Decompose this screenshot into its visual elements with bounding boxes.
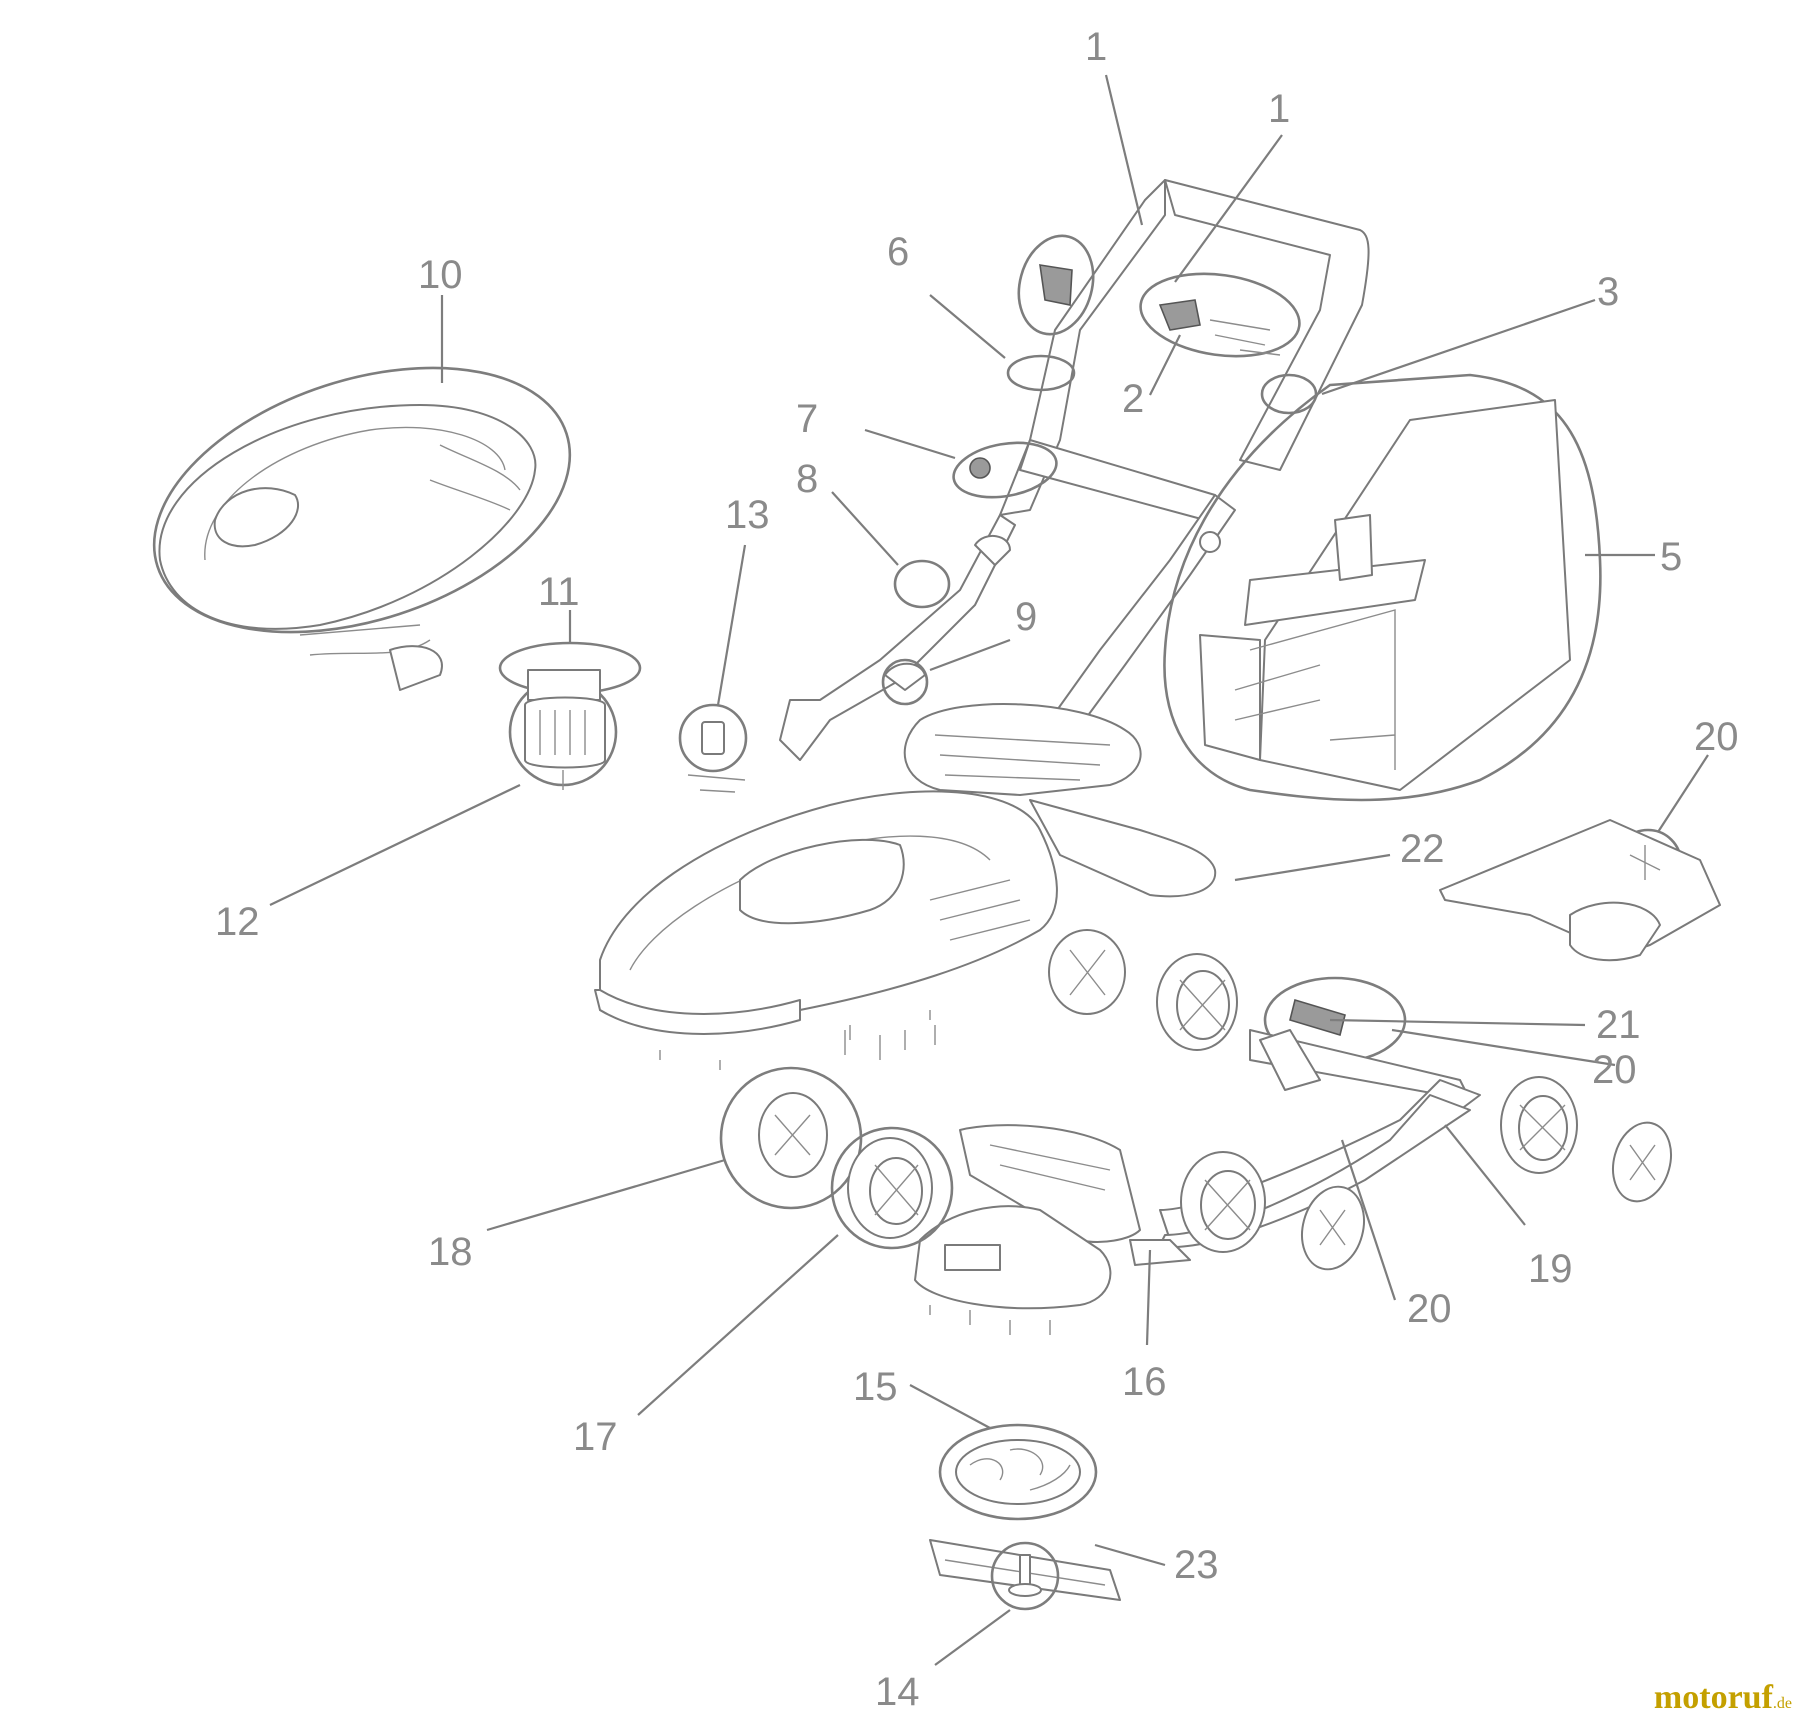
- callout-20a: 20: [1694, 715, 1739, 759]
- callout-17: 17: [573, 1415, 618, 1459]
- callout-12: 12: [215, 900, 260, 944]
- callout-14: 14: [875, 1670, 920, 1714]
- part-17-18-wheel: [719, 1066, 954, 1250]
- callout-10: 10: [418, 253, 463, 297]
- part-10-hood-cover: [152, 366, 572, 691]
- watermark-main: motoruf: [1653, 1679, 1773, 1716]
- watermark-logo: motoruf.de: [1654, 1679, 1792, 1717]
- callout-8: 8: [796, 457, 818, 501]
- handle-assembly: [779, 179, 1370, 781]
- watermark-sub: .de: [1772, 1695, 1792, 1712]
- callout-22: 22: [1400, 827, 1445, 871]
- front-axle-bracket: [914, 1124, 1141, 1335]
- leader-lines: [269, 74, 1709, 1666]
- part-13-capacitor: [678, 703, 748, 793]
- callout-6: 6: [887, 230, 909, 274]
- callout-9: 9: [1015, 595, 1037, 639]
- callout-18: 18: [428, 1230, 473, 1274]
- callout-1b: 1: [1268, 87, 1290, 131]
- mower-deck: [594, 703, 1217, 1070]
- callout-19: 19: [1528, 1247, 1573, 1291]
- part-11-12-motor: [498, 641, 642, 790]
- rear-wheel-top: [1048, 929, 1238, 1051]
- callout-20b: 20: [1592, 1048, 1637, 1092]
- part-15-23-14-blade: [929, 1423, 1121, 1611]
- callout-labels: 1 1 2 3 5 6 7 8 9 10 11 12 13 14 15 16 1…: [215, 25, 1739, 1714]
- front-wheel-lower: [1180, 1151, 1365, 1271]
- callout-1: 1: [1085, 25, 1107, 69]
- rear-wheel-right: [1500, 1076, 1672, 1203]
- callout-13: 13: [725, 493, 770, 537]
- callout-15: 15: [853, 1365, 898, 1409]
- callout-5: 5: [1660, 535, 1682, 579]
- part-5-grass-collector: [1163, 373, 1602, 802]
- callout-20c: 20: [1407, 1287, 1452, 1331]
- callout-23: 23: [1174, 1543, 1219, 1587]
- callout-11: 11: [538, 570, 580, 614]
- callout-3: 3: [1597, 270, 1619, 314]
- callout-21: 21: [1596, 1003, 1641, 1047]
- callout-2: 2: [1122, 377, 1144, 421]
- callout-7: 7: [796, 397, 818, 441]
- callout-16: 16: [1122, 1360, 1167, 1404]
- part-20-rear-flap: [1439, 819, 1721, 962]
